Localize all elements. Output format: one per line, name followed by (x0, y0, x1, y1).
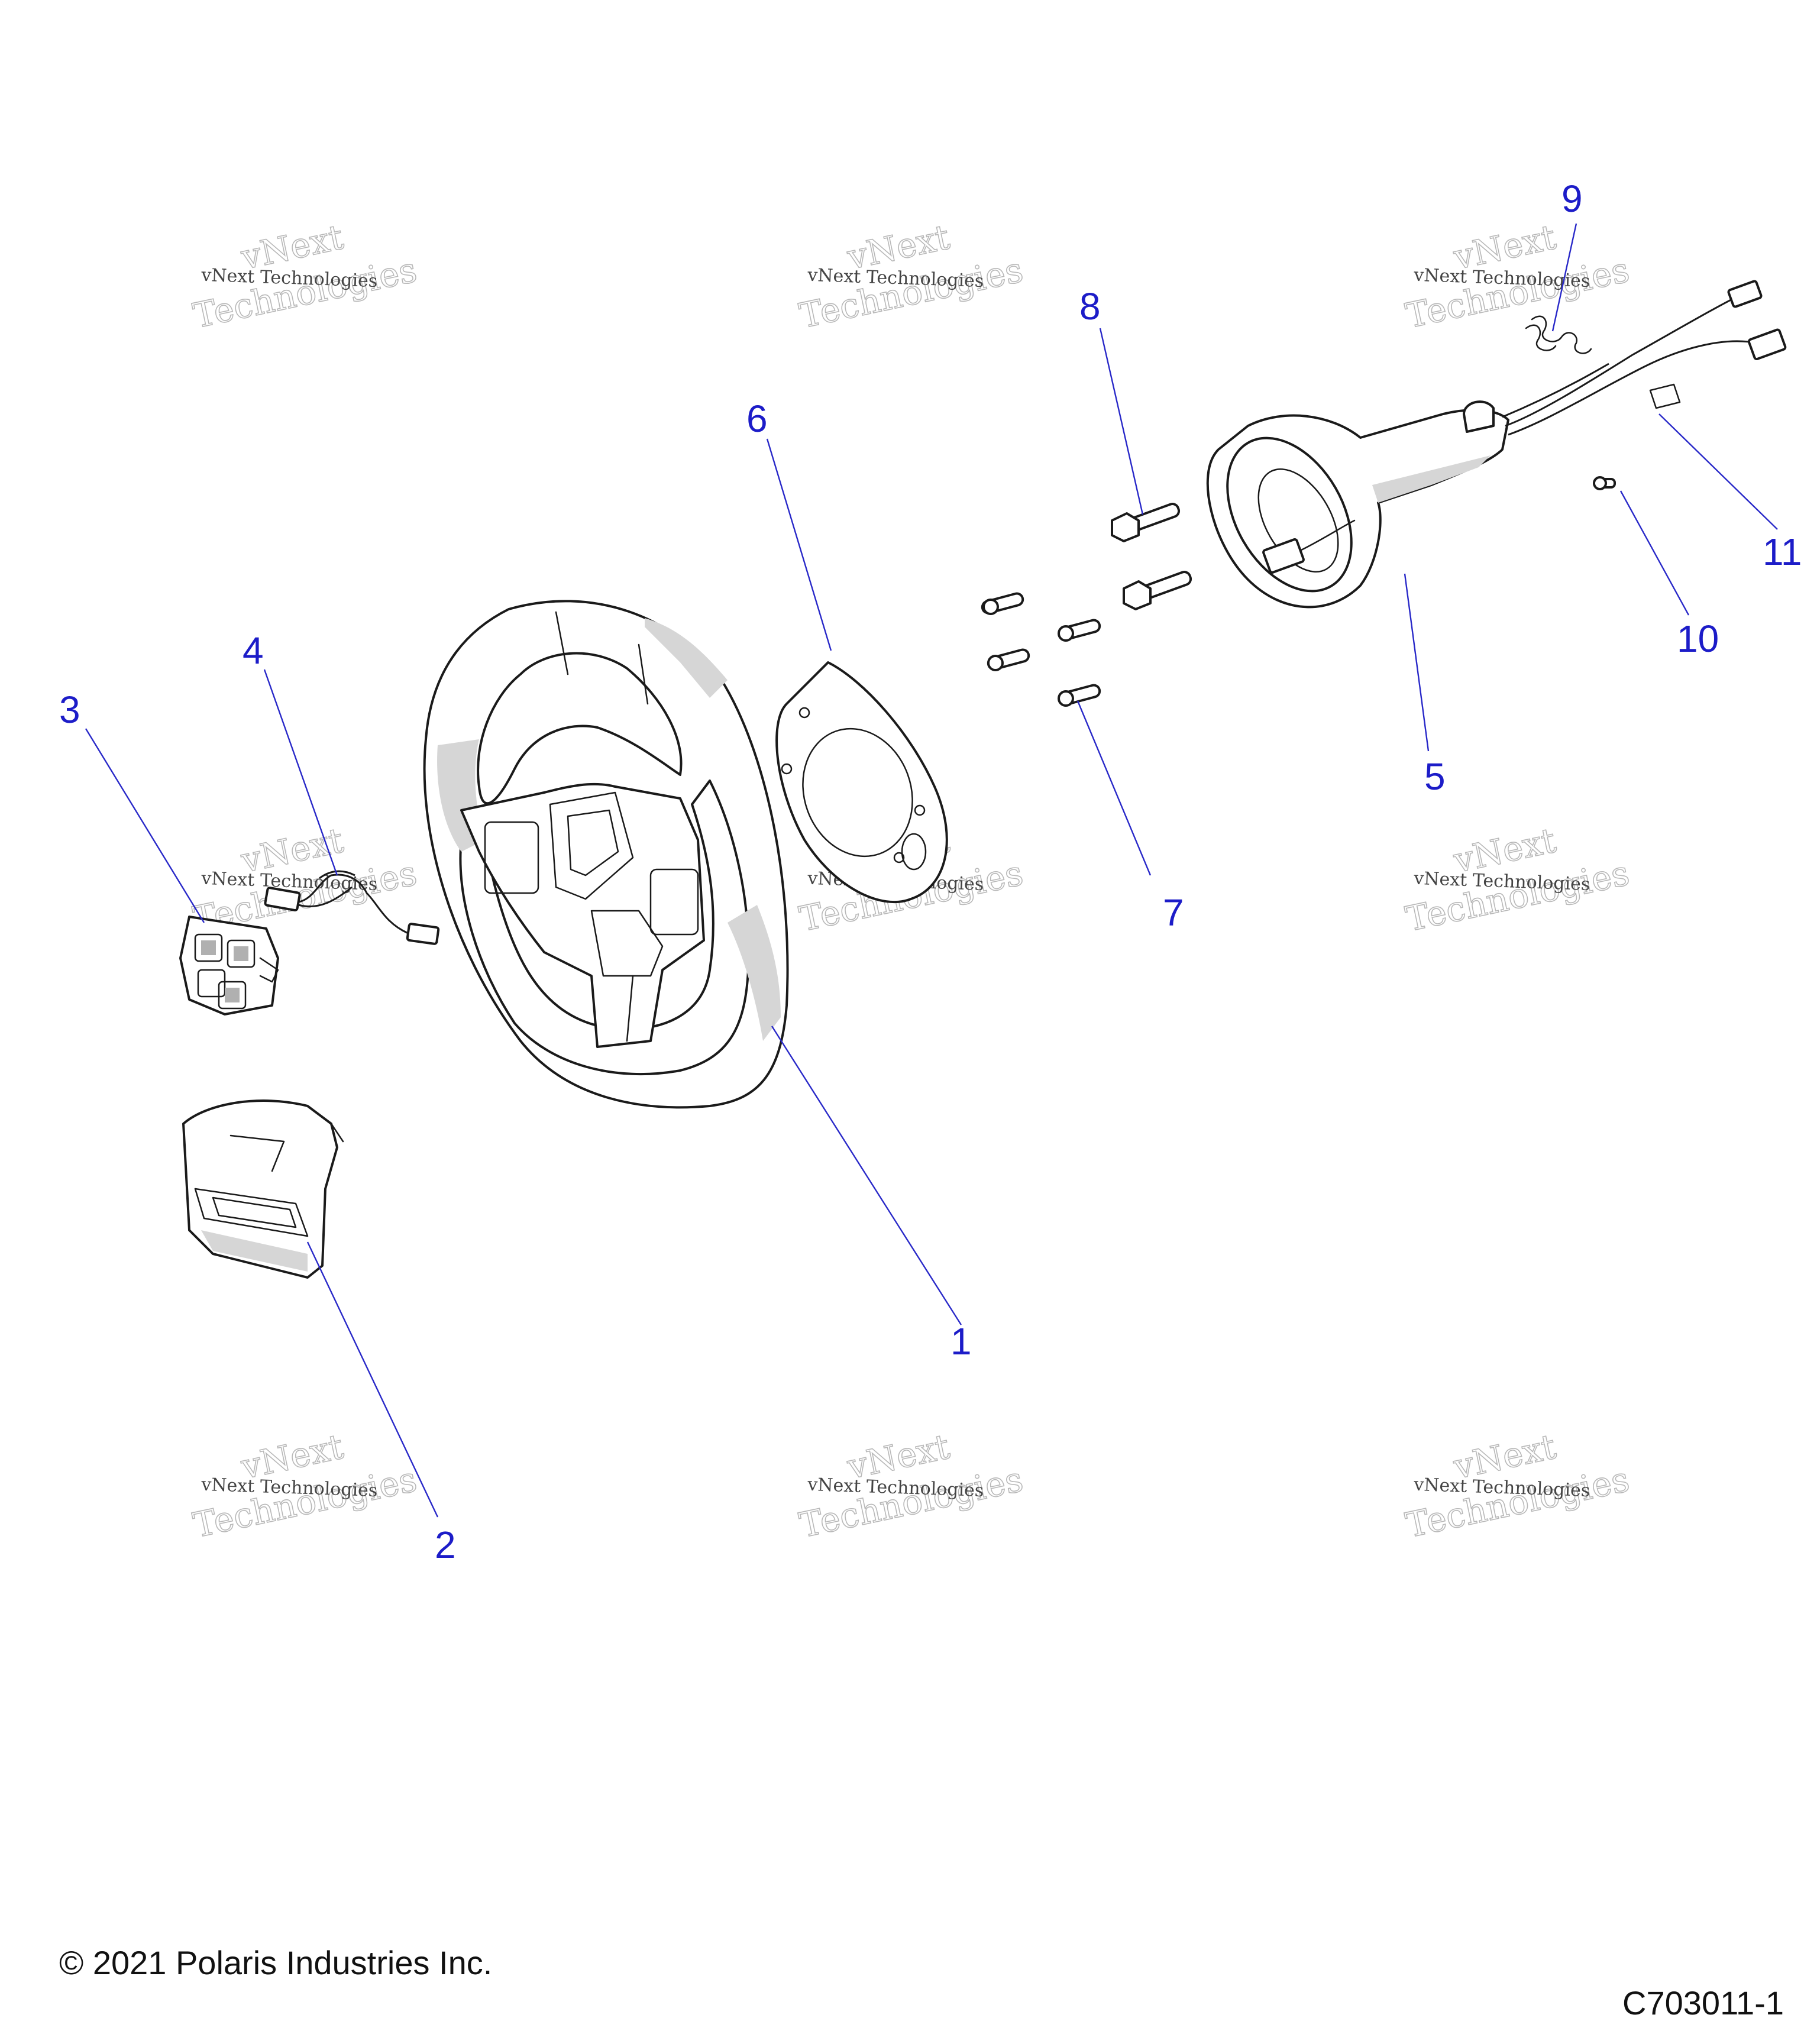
column-wire-harness (1502, 280, 1787, 436)
callouts: 1 2 3 4 5 6 7 8 9 10 11 (59, 177, 1802, 1566)
callout-3: 3 (59, 688, 80, 731)
coil-spring (1525, 315, 1592, 354)
leader-lines (85, 223, 1778, 1518)
leader-11 (1658, 413, 1778, 530)
watermark-top-left: vNext Technologies vNext Technologies (189, 216, 421, 337)
callout-11: 11 (1763, 531, 1802, 573)
screw (1058, 619, 1101, 642)
leader-8 (1099, 328, 1144, 515)
leader-3 (85, 728, 205, 923)
figure-code: C703011-1 (1622, 1984, 1784, 2022)
callout-6: 6 (746, 397, 768, 440)
screw (981, 592, 1024, 615)
switch-module (179, 916, 279, 1015)
bolt (1111, 503, 1181, 542)
screws-group-7 (981, 592, 1101, 707)
screw (987, 648, 1030, 671)
watermark-top-right: vNext Technologies vNext Technologies (1402, 216, 1633, 337)
watermark-mid-left: vNext Technologies vNext Technologies (189, 820, 421, 940)
leader-2 (306, 1241, 439, 1518)
watermark-bottom-left: vNext Technologies vNext Technologies (189, 1426, 421, 1546)
screw (1058, 684, 1101, 707)
hub-cover (182, 1099, 344, 1279)
leader-6 (766, 438, 832, 651)
watermark-mid-right: vNext Technologies vNext Technologies (1402, 820, 1633, 940)
small-screw (1593, 476, 1616, 490)
spacer-plate (775, 661, 948, 904)
leader-1 (771, 1026, 962, 1325)
callout-1: 1 (950, 1320, 972, 1363)
callout-5: 5 (1424, 755, 1446, 798)
bolt (1123, 571, 1192, 610)
watermark-bottom-center: vNext Technologies vNext Technologies (796, 1426, 1027, 1546)
leader-5 (1404, 573, 1430, 752)
callout-10: 10 (1677, 617, 1719, 660)
callout-4: 4 (243, 629, 264, 672)
steering-wheel (423, 600, 789, 1109)
callout-7: 7 (1163, 891, 1184, 934)
bolts-group-8 (1111, 503, 1192, 610)
watermark-top-center: vNext Technologies vNext Technologies (796, 216, 1027, 337)
callout-2: 2 (435, 1524, 456, 1566)
callout-8: 8 (1079, 285, 1101, 328)
leader-10 (1619, 490, 1690, 616)
copyright-text: © 2021 Polaris Industries Inc. (59, 1944, 493, 1981)
callout-9: 9 (1561, 177, 1583, 220)
switch-harness (264, 870, 440, 945)
leader-9 (1551, 223, 1577, 332)
leader-4 (263, 669, 338, 876)
leader-7 (1076, 700, 1152, 876)
watermark-bottom-right: vNext Technologies vNext Technologies (1402, 1426, 1633, 1546)
column-housing (1206, 400, 1509, 609)
